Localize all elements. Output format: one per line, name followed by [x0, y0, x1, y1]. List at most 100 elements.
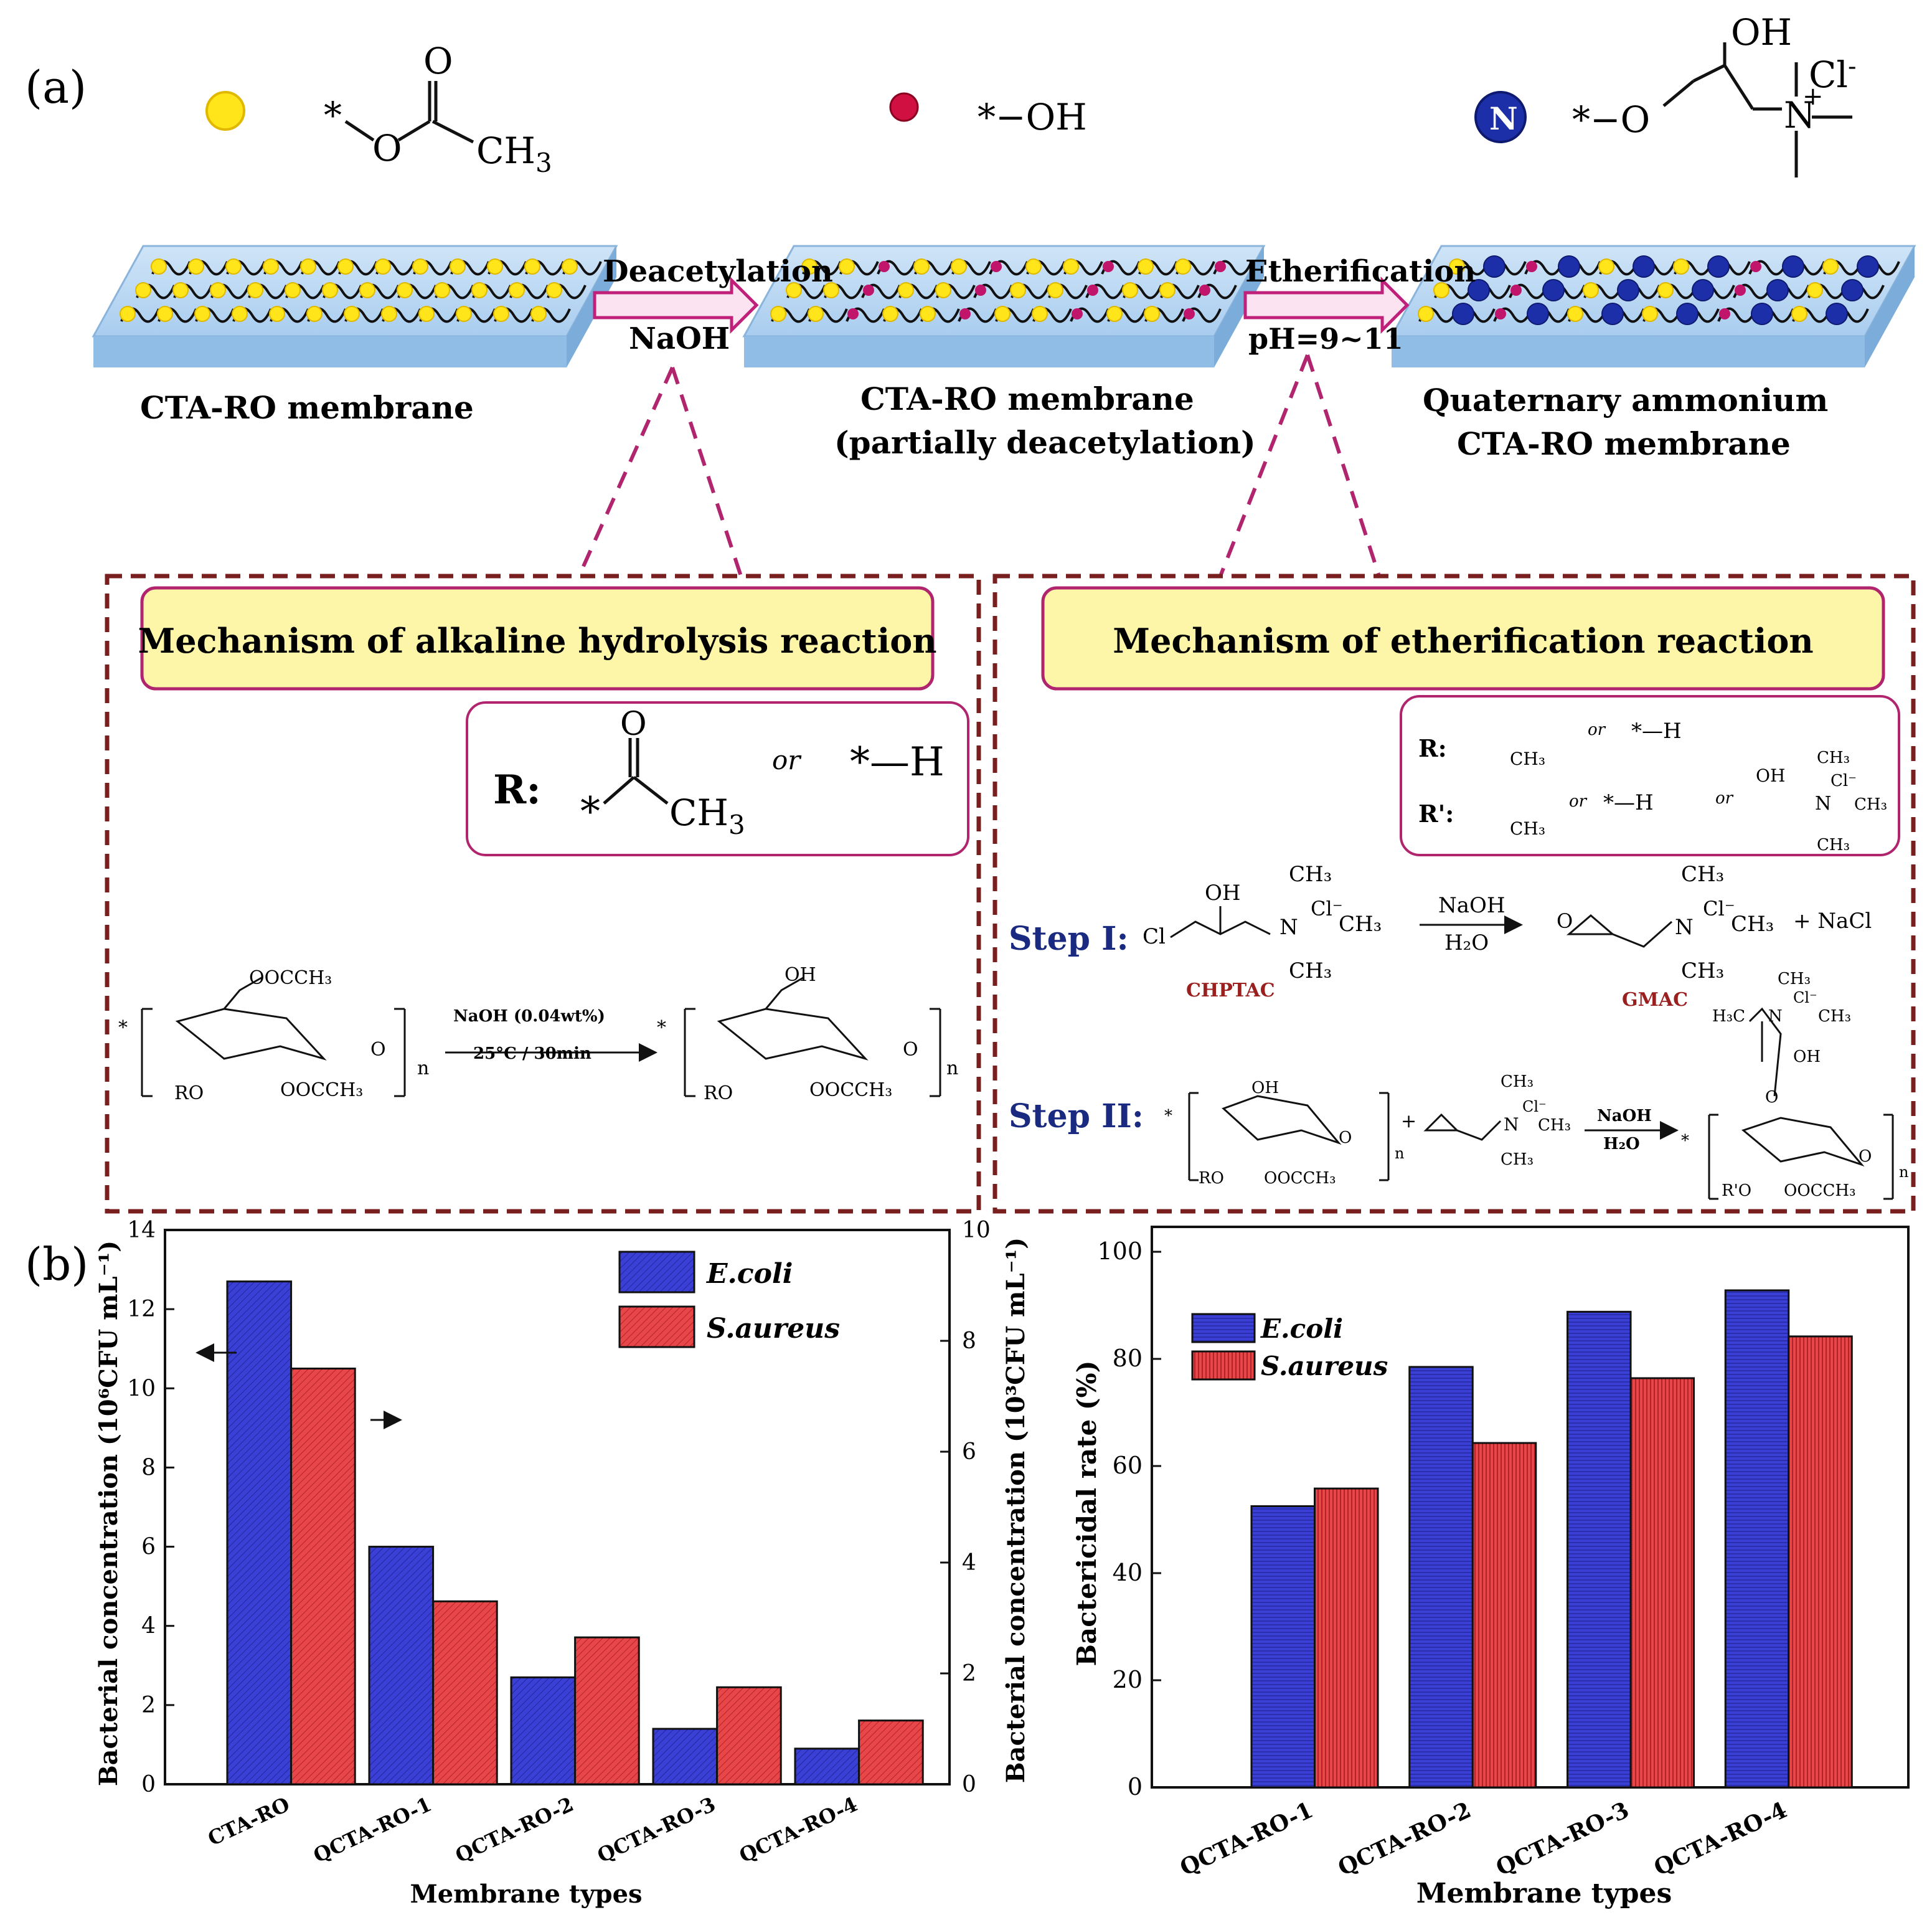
svg-text:Cl: Cl — [1143, 924, 1166, 949]
legend-ecoli-swatch — [618, 1251, 695, 1294]
svg-text:or: or — [1715, 789, 1734, 808]
svg-text:Cl⁻: Cl⁻ — [1793, 989, 1817, 1006]
n-bead-icon — [1527, 303, 1549, 325]
yellow-bead-icon — [157, 306, 173, 322]
panel-a-label: (a) — [25, 61, 87, 113]
yellow-bead-icon — [493, 306, 509, 322]
bar-saureus — [432, 1600, 498, 1785]
svg-text:OOCCH₃: OOCCH₃ — [280, 1079, 363, 1101]
svg-text:*−OH: *−OH — [978, 96, 1087, 138]
n-bead-icon — [1474, 91, 1527, 143]
svg-text:RO: RO — [1199, 1169, 1224, 1188]
svg-text:H₂O: H₂O — [1444, 930, 1489, 955]
mechanism-left-title: Mechanism of alkaline hydrolysis reactio… — [138, 621, 936, 661]
svg-text:CH₃: CH₃ — [1731, 912, 1774, 937]
legend2-saureus-swatch — [1191, 1350, 1256, 1381]
y-tick-label: 10 — [127, 1376, 156, 1401]
yellow-bead-icon — [434, 282, 450, 298]
svg-text:*: * — [657, 1017, 666, 1039]
svg-text:OOCCH₃: OOCCH₃ — [249, 967, 332, 989]
membrane-label-1: CTA-RO membrane — [140, 389, 474, 426]
chart1-ylabel: Bacterial concentration (10⁶CFU mL⁻¹) — [94, 1241, 123, 1786]
svg-text:NaOH: NaOH — [1597, 1107, 1652, 1125]
svg-text:*—H: *—H — [850, 739, 945, 785]
yellow-bead-icon — [913, 258, 930, 275]
n-bead-icon — [1617, 279, 1639, 301]
legend-ecoli-label: E.coli — [705, 1258, 793, 1290]
yellow-bead-icon — [1657, 282, 1674, 298]
bar-ecoli — [1250, 1505, 1316, 1789]
mechanism-right-title: Mechanism of etherification reaction — [1113, 621, 1813, 661]
yellow-bead-icon — [562, 258, 578, 275]
legend-acetyl: * O O CH3 — [205, 40, 552, 178]
yellow-bead-icon — [1025, 258, 1042, 275]
x-tick-label: QCTA-RO-4 — [1650, 1797, 1791, 1881]
yellow-bead-icon — [1010, 282, 1026, 298]
svg-text:CH₃: CH₃ — [1339, 912, 1382, 937]
red-bead-icon — [1526, 261, 1537, 272]
svg-text:*: * — [324, 94, 342, 136]
polymer-chains — [120, 255, 1900, 325]
svg-text:CH₃: CH₃ — [1778, 970, 1811, 988]
yellow-bead-icon — [381, 306, 397, 322]
yellow-bead-icon — [337, 258, 354, 275]
svg-text:N: N — [1504, 1114, 1519, 1135]
yellow-bead-icon — [418, 306, 435, 322]
yellow-bead-icon — [1642, 306, 1658, 322]
yellow-bead-icon — [456, 306, 472, 322]
svg-text:OOCCH₃: OOCCH₃ — [1264, 1169, 1336, 1188]
bar-saureus — [716, 1686, 782, 1785]
svg-text:n: n — [946, 1057, 958, 1079]
svg-text:CH₃: CH₃ — [1817, 836, 1850, 854]
yellow-bead-icon — [188, 258, 204, 275]
y-tick-label: 6 — [141, 1535, 156, 1560]
svg-text:H₂O: H₂O — [1603, 1135, 1640, 1153]
svg-text:R:: R: — [493, 767, 541, 813]
chart1-legend: E.coli S.aureus — [618, 1251, 840, 1348]
svg-text:O: O — [370, 1039, 386, 1061]
yellow-bead-icon — [823, 282, 839, 298]
svg-text:OH: OH — [1731, 11, 1792, 54]
yellow-bead-icon — [1144, 306, 1160, 322]
yellow-bead-icon — [225, 258, 242, 275]
svg-text:CH₃: CH₃ — [1501, 1150, 1534, 1169]
yellow-bead-icon — [1047, 282, 1063, 298]
polymer-chain — [1434, 283, 1885, 300]
y-tick-label: 12 — [127, 1297, 156, 1322]
yellow-bead-icon — [1106, 306, 1123, 322]
svg-text:Cl⁻: Cl⁻ — [1522, 1098, 1547, 1115]
yellow-bead-icon — [935, 282, 951, 298]
yellow-bead-icon — [450, 258, 466, 275]
yellow-bead-icon — [1418, 306, 1434, 322]
membrane-label-3b: CTA-RO membrane — [1457, 425, 1791, 462]
legend2-saureus-label: S.aureus — [1261, 1351, 1388, 1381]
svg-text:CH₃: CH₃ — [1817, 749, 1850, 767]
x-tick-label: CTA-RO — [204, 1792, 293, 1851]
svg-text:OOCCH₃: OOCCH₃ — [1784, 1181, 1856, 1200]
chart2-xlabel: Membrane types — [1416, 1878, 1672, 1909]
yellow-bead-icon — [1063, 258, 1079, 275]
yellow-bead-icon — [375, 258, 391, 275]
membrane-label-2b: (partially deacetylation) — [834, 424, 1256, 461]
svg-text:O: O — [372, 127, 402, 169]
yellow-bead-icon — [951, 258, 967, 275]
red-bead-icon — [959, 308, 971, 319]
y-tick-label: 14 — [127, 1218, 156, 1243]
polymer-chain — [120, 307, 571, 323]
bar-ecoli — [652, 1728, 719, 1785]
n-bead-icon — [1751, 303, 1773, 325]
etherification-arrow: Etherification pH=9~11 — [1243, 254, 1476, 356]
yellow-bead-icon — [1567, 306, 1583, 322]
svg-text:n: n — [1899, 1163, 1908, 1181]
svg-text:or: or — [1588, 721, 1606, 739]
svg-text:CH₃: CH₃ — [1510, 818, 1545, 839]
svg-text:N: N — [1279, 915, 1298, 940]
y-tick-label: 80 — [1113, 1345, 1143, 1372]
svg-text:O: O — [1339, 1128, 1352, 1147]
svg-text:N: N — [1768, 1007, 1783, 1026]
svg-text:O: O — [1765, 1088, 1778, 1107]
svg-text:Deacetylation: Deacetylation — [603, 254, 833, 289]
svg-text:*: * — [1164, 1107, 1172, 1125]
svg-text:NaOH (0.04wt%): NaOH (0.04wt%) — [453, 1007, 605, 1026]
svg-text:CH₃: CH₃ — [1289, 862, 1332, 887]
